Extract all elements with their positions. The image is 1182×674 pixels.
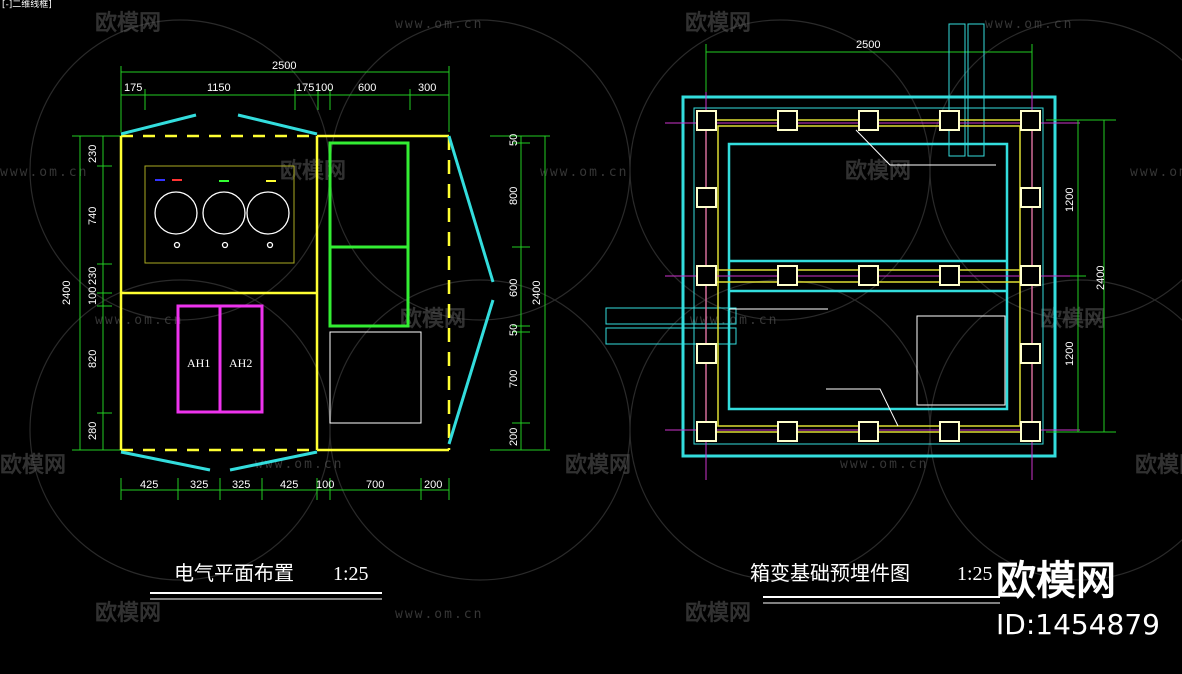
left-bottom-dimension-lines: [120, 478, 450, 500]
dim-label: 700: [508, 370, 520, 388]
dim-label: 175: [296, 82, 314, 94]
dim-label: 2400: [1095, 266, 1107, 290]
watermark-text: 欧模网: [95, 10, 161, 36]
right-scale: 1:25: [957, 563, 993, 585]
dim-label: 325: [190, 479, 208, 491]
view-corner-label[interactable]: [-]二维线框]: [2, 0, 52, 10]
cable-pipes: [605, 23, 985, 345]
watermark-url: www.om.cn: [395, 607, 483, 622]
watermark-url: www.om.cn: [255, 457, 343, 472]
dim-label: 1200: [1064, 342, 1076, 366]
left-right-dimension-lines: [490, 135, 550, 451]
left-drawing: 2500 175 1150 175 100 600 300 2400 230 7…: [61, 60, 550, 600]
lv-panel: [328, 141, 410, 328]
leader-lines: [729, 129, 996, 427]
dim-label: 425: [140, 479, 158, 491]
meter-box: [329, 331, 422, 424]
dim-label: 425: [280, 479, 298, 491]
dim-label: 100: [316, 479, 334, 491]
dim-label: 1200: [1064, 188, 1076, 212]
right-side-dimension: [1046, 119, 1116, 433]
left-top-dimension-lines: [120, 66, 450, 132]
transformer-block: [144, 165, 295, 264]
dim-label: 740: [87, 207, 99, 225]
watermark-text: 欧模网: [1135, 452, 1182, 478]
watermark-url: www.om.cn: [690, 313, 778, 328]
watermark-arcs: [29, 19, 1182, 581]
dim-label: 700: [366, 479, 384, 491]
dim-label: 50: [508, 134, 520, 146]
watermark-text: 欧模网: [0, 452, 66, 478]
dim-label: 325: [232, 479, 250, 491]
watermarks: 欧模网 www.om.cn 欧模网 www.om.cn www.om.cn 欧模…: [0, 10, 1182, 626]
watermark-text: 欧模网: [280, 158, 346, 184]
watermark-url: www.om.cn: [95, 313, 183, 328]
dim-label: 2400: [531, 281, 543, 305]
watermark-url: www.om.cn: [0, 165, 88, 180]
dim-label: 820: [87, 350, 99, 368]
dim-label: 100: [87, 287, 99, 305]
dim-label: 200: [424, 479, 442, 491]
dim-label: 300: [418, 82, 436, 94]
watermark-url: www.om.cn: [395, 17, 483, 32]
dim-label: 800: [508, 187, 520, 205]
watermark-url: www.om.cn: [540, 165, 628, 180]
cabinet-label-ah2: AH2: [229, 356, 252, 370]
dim-label: 2500: [272, 60, 296, 72]
dim-label: 230: [87, 145, 99, 163]
bushings: [154, 191, 290, 249]
dim-label: 1150: [207, 82, 231, 94]
dim-label: 600: [358, 82, 376, 94]
watermark-text: 欧模网: [685, 10, 751, 36]
watermark-text: 欧模网: [685, 600, 751, 626]
watermark-url: www.om.cn: [985, 17, 1073, 32]
watermark-text: 欧模网: [565, 452, 631, 478]
left-side-dimension-lines: [72, 135, 121, 451]
embedded-plates: [696, 110, 1041, 442]
dim-label: 100: [315, 82, 333, 94]
left-scale: 1:25: [333, 563, 369, 585]
dim-label: 2400: [61, 281, 73, 305]
dim-label: 280: [87, 422, 99, 440]
watermark-text: 欧模网: [1040, 306, 1106, 332]
equipment-box: [916, 315, 1006, 406]
right-drawing: 2500: [605, 23, 1116, 604]
watermark-text: 欧模网: [845, 158, 911, 184]
cabinet-label-ah1: AH1: [187, 356, 210, 370]
dim-label: 230: [87, 267, 99, 285]
watermark-text: 欧模网: [95, 600, 161, 626]
dim-label: 175: [124, 82, 142, 94]
dim-label: 50: [508, 324, 520, 336]
brand-overlay: 欧模网 ID:1454879: [996, 558, 1160, 641]
dim-label: 200: [508, 428, 520, 446]
watermark-url: www.om.cn: [840, 457, 928, 472]
left-door-swings: [120, 113, 495, 472]
left-enclosure-outline: [119, 134, 451, 452]
dim-label: 600: [508, 279, 520, 297]
right-title: 箱变基础预埋件图: [750, 562, 910, 585]
brand-logo-text: 欧模网: [996, 558, 1116, 604]
watermark-text: 欧模网: [400, 306, 466, 332]
dim-label: 2500: [856, 39, 880, 51]
ht-cabinets: [176, 304, 264, 414]
left-title: 电气平面布置: [174, 562, 294, 585]
right-top-dimension: [705, 44, 1033, 110]
watermark-url: www.om.cn: [1130, 165, 1182, 180]
brand-id: ID:1454879: [996, 608, 1160, 641]
